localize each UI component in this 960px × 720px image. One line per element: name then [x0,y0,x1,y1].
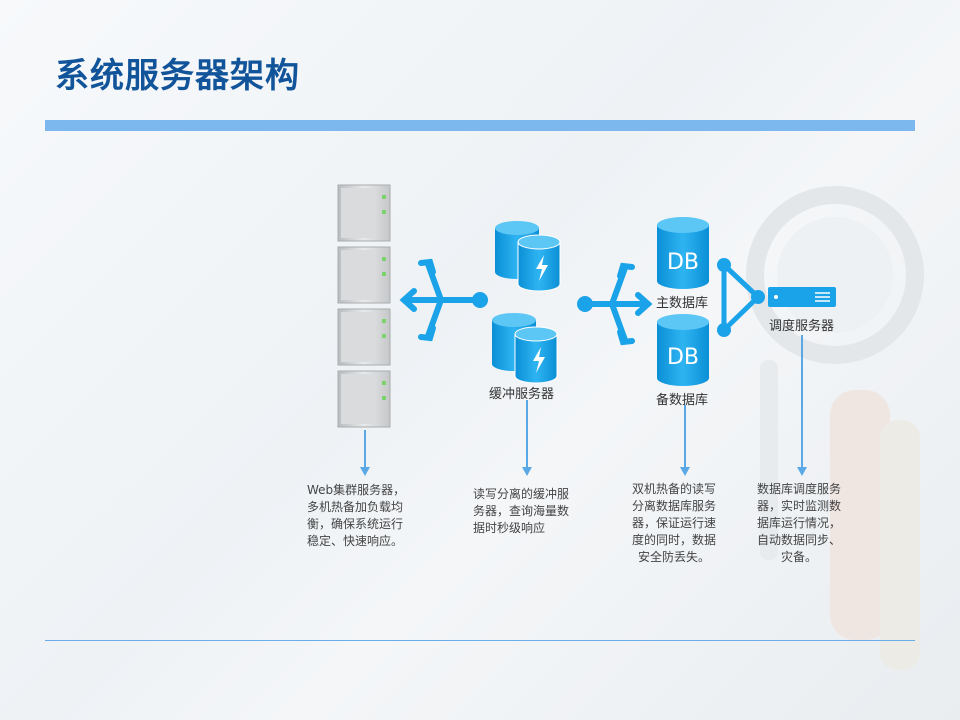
database-description: 双机热备的读写 分离数据库服务 器，保证运行速 度的同时，数据 安全防丢失。 [632,482,717,564]
replication-connector-icon [582,262,653,346]
scheduler-server-label: 调度服务器 [769,319,835,334]
web-server-stack [337,184,391,428]
primary-database-icon [657,217,709,289]
arrow-down-icon [360,430,370,476]
primary-db-text: DB [667,250,699,275]
web-server-description: Web集群服务器， 多机热备加负载均 衡，确保系统运行 稳定、快速响应。 [307,483,406,548]
title-underline-bar [45,120,915,131]
footer-divider [45,640,915,641]
backup-db-label: 备数据库 [656,393,709,408]
scheduler-link-icon [721,263,760,332]
server-icon [337,246,391,304]
server-icon [337,308,391,366]
arrow-down-icon [680,405,690,476]
cache-server-icon [492,313,558,384]
connector-node [717,323,731,337]
arrow-down-icon [797,335,807,476]
connector-node [717,258,731,272]
server-icon [337,370,391,428]
server-icon [337,184,391,242]
connector-node [751,290,765,304]
backup-db-text: DB [667,345,699,370]
load-balance-connector-icon [399,258,483,342]
cache-server-label: 缓冲服务器 [489,387,555,402]
scheduler-server-icon [768,287,836,307]
connector-node [472,292,488,308]
cache-server-icon [495,221,561,292]
backup-database-icon [657,314,709,386]
primary-db-label: 主数据库 [656,296,709,311]
page-title: 系统服务器架构 [55,56,300,96]
arrow-down-icon [522,400,532,476]
cache-server-description: 读写分离的缓冲服 务器，查询海量数 据时秒级响应 [473,487,570,535]
scheduler-description: 数据库调度服务 器，实时监测数 据库运行情况， 自动数据同步、 灾备。 [757,482,842,564]
